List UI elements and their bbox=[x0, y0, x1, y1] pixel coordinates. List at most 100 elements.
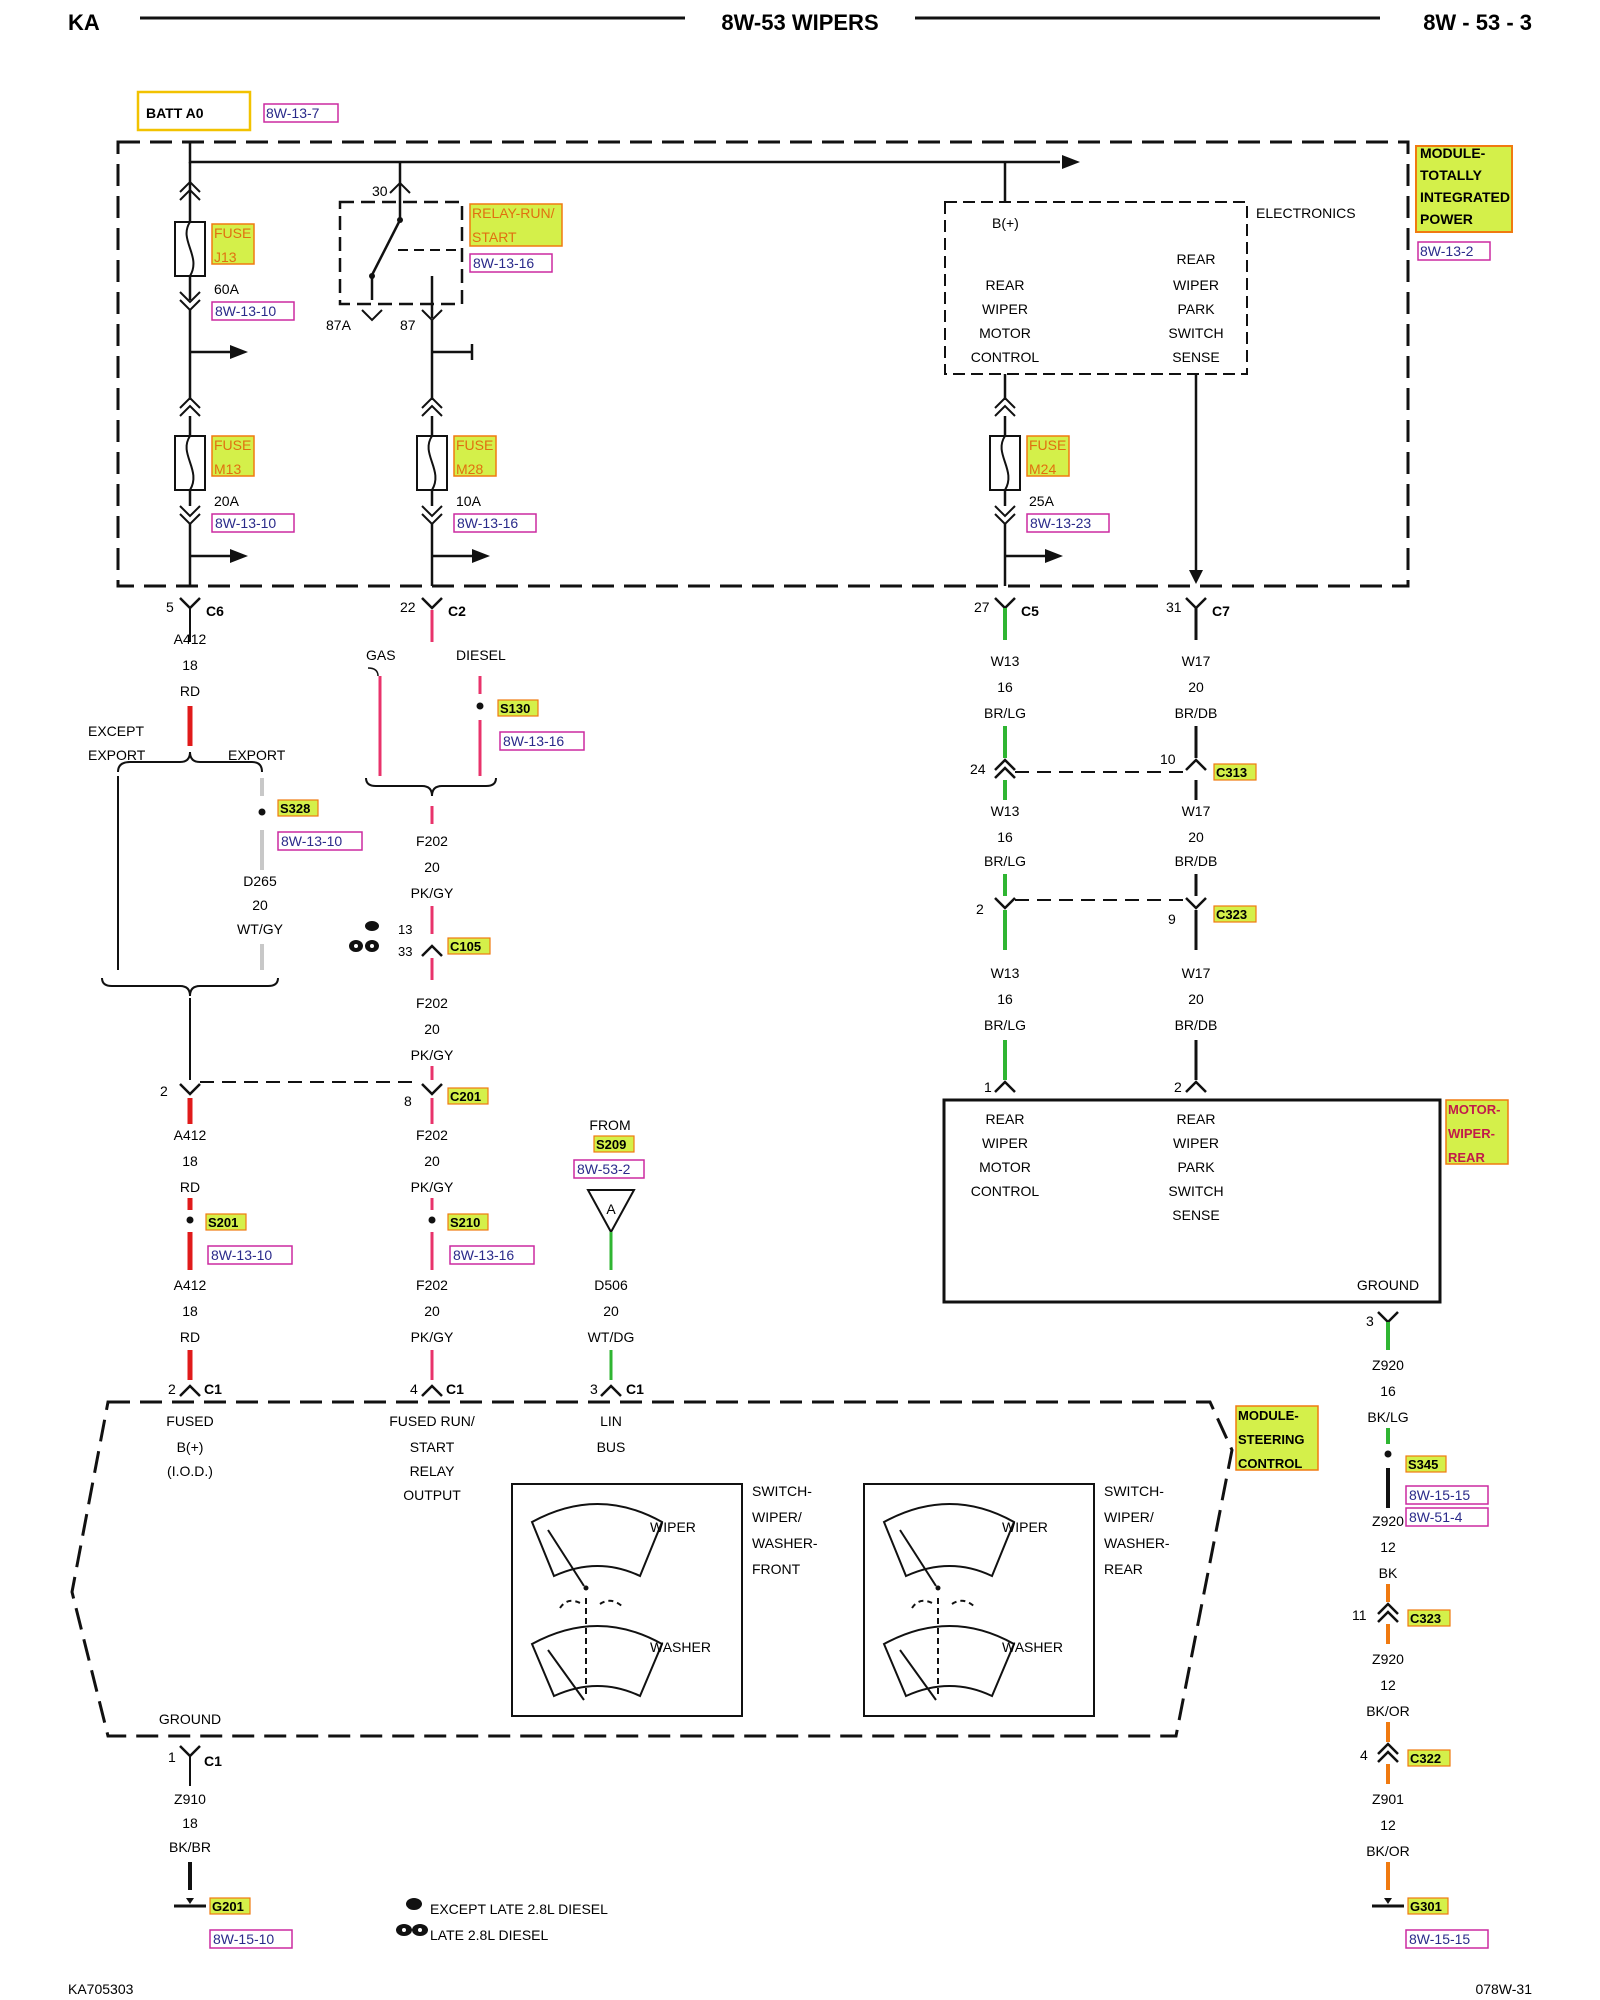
svg-text:8W-13-23: 8W-13-23 bbox=[1030, 515, 1091, 531]
svg-text:1: 1 bbox=[168, 1749, 176, 1765]
svg-text:MOTOR: MOTOR bbox=[979, 1159, 1031, 1175]
svg-text:WIPER/: WIPER/ bbox=[752, 1509, 802, 1525]
svg-text:REAR: REAR bbox=[986, 1111, 1025, 1127]
svg-text:30: 30 bbox=[372, 183, 388, 199]
svg-text:C7: C7 bbox=[1212, 603, 1230, 619]
svg-text:33: 33 bbox=[398, 944, 412, 959]
svg-text:RD: RD bbox=[180, 1329, 200, 1345]
tipm-ref: 8W-13-2 bbox=[1420, 243, 1474, 259]
svg-text:SENSE: SENSE bbox=[1172, 1207, 1219, 1223]
svg-text:REAR: REAR bbox=[1448, 1150, 1485, 1165]
footer-left: KA705303 bbox=[68, 1981, 134, 1997]
svg-text:A412: A412 bbox=[174, 1127, 207, 1143]
svg-text:FUSED: FUSED bbox=[166, 1413, 213, 1429]
svg-text:C1: C1 bbox=[626, 1381, 644, 1397]
svg-text:S201: S201 bbox=[208, 1215, 238, 1230]
svg-text:8W-15-15: 8W-15-15 bbox=[1409, 1931, 1470, 1947]
wire-z910: 1 C1 Z910 18 BK/BR G201 8W-15-10 bbox=[168, 1745, 293, 1949]
svg-text:8W-13-10: 8W-13-10 bbox=[215, 303, 276, 319]
tipm-connectors: 5 C6 22 C2 27 C5 31 C7 bbox=[166, 597, 1230, 619]
svg-text:S209: S209 bbox=[596, 1137, 626, 1152]
wire-a412-top-label: A412 18 RD bbox=[174, 631, 207, 699]
svg-text:8W-15-10: 8W-15-10 bbox=[213, 1931, 274, 1947]
svg-text:WIPER: WIPER bbox=[1173, 277, 1219, 293]
svg-text:87: 87 bbox=[400, 317, 416, 333]
svg-text:8W-13-10: 8W-13-10 bbox=[281, 833, 342, 849]
svg-text:WASHER-: WASHER- bbox=[752, 1535, 818, 1551]
svg-text:20A: 20A bbox=[214, 493, 240, 509]
svg-text:EXCEPT: EXCEPT bbox=[88, 723, 144, 739]
svg-text:C105: C105 bbox=[450, 939, 481, 954]
svg-text:FUSE: FUSE bbox=[456, 437, 493, 453]
svg-text:RD: RD bbox=[180, 1179, 200, 1195]
svg-text:FRONT: FRONT bbox=[752, 1561, 801, 1577]
svg-text:SWITCH: SWITCH bbox=[1168, 325, 1223, 341]
svg-text:FROM: FROM bbox=[589, 1117, 630, 1133]
svg-text:10A: 10A bbox=[456, 493, 482, 509]
svg-text:20: 20 bbox=[1188, 829, 1204, 845]
svg-text:START: START bbox=[410, 1439, 455, 1455]
svg-text:DIESEL: DIESEL bbox=[456, 647, 506, 663]
motor-wiper-rear: REAR WIPER MOTOR CONTROL REAR WIPER PARK… bbox=[942, 1098, 1509, 1304]
front-switch-box bbox=[511, 1483, 743, 1717]
svg-text:WT/GY: WT/GY bbox=[237, 921, 284, 937]
svg-text:8W-13-10: 8W-13-10 bbox=[211, 1247, 272, 1263]
svg-text:M28: M28 bbox=[456, 461, 483, 477]
svg-text:18: 18 bbox=[182, 1815, 198, 1831]
svg-text:S345: S345 bbox=[1408, 1457, 1438, 1472]
svg-text:WIPER: WIPER bbox=[982, 1135, 1028, 1151]
svg-text:BR/DB: BR/DB bbox=[1175, 853, 1218, 869]
svg-text:18: 18 bbox=[182, 1303, 198, 1319]
wire-f202-bottom-label: F202 20 PK/GY bbox=[411, 1277, 454, 1345]
rear-switch-box bbox=[863, 1483, 1095, 1717]
svg-text:8W-13-16: 8W-13-16 bbox=[457, 515, 518, 531]
svg-text:RELAY-RUN/: RELAY-RUN/ bbox=[472, 205, 555, 221]
svg-text:9: 9 bbox=[1168, 911, 1176, 927]
svg-text:C201: C201 bbox=[450, 1089, 481, 1104]
svg-text:W17: W17 bbox=[1182, 653, 1211, 669]
svg-text:Z920: Z920 bbox=[1372, 1513, 1404, 1529]
svg-text:2: 2 bbox=[1174, 1079, 1182, 1095]
svg-text:LATE 2.8L DIESEL: LATE 2.8L DIESEL bbox=[430, 1927, 548, 1943]
wire-a412-mid-label: A412 18 RD bbox=[174, 1127, 207, 1195]
svg-text:A: A bbox=[606, 1201, 616, 1217]
wire-f202-top-label: F202 20 PK/GY bbox=[411, 833, 454, 901]
svg-text:W13: W13 bbox=[991, 653, 1020, 669]
svg-text:16: 16 bbox=[997, 829, 1013, 845]
svg-text:M13: M13 bbox=[214, 461, 241, 477]
svg-text:S328: S328 bbox=[280, 801, 310, 816]
svg-text:BR/LG: BR/LG bbox=[984, 853, 1026, 869]
svg-text:EXPORT: EXPORT bbox=[88, 747, 146, 763]
svg-text:WIPER: WIPER bbox=[982, 301, 1028, 317]
svg-text:C322: C322 bbox=[1410, 1751, 1441, 1766]
svg-text:WIPER: WIPER bbox=[1002, 1519, 1048, 1535]
svg-text:WASHER: WASHER bbox=[1002, 1639, 1063, 1655]
svg-text:G301: G301 bbox=[1410, 1899, 1442, 1914]
svg-text:FUSE: FUSE bbox=[214, 437, 251, 453]
batt-label: BATT A0 bbox=[146, 105, 204, 121]
svg-text:3: 3 bbox=[1366, 1313, 1374, 1329]
svg-text:J13: J13 bbox=[214, 249, 237, 265]
wire-f202-mid-label: F202 20 PK/GY bbox=[411, 995, 454, 1063]
svg-text:2: 2 bbox=[976, 901, 984, 917]
rear-washer-icon bbox=[882, 1598, 1016, 1701]
svg-text:REAR: REAR bbox=[1177, 1111, 1216, 1127]
front-wiper-icon bbox=[530, 1503, 664, 1591]
svg-text:5: 5 bbox=[166, 599, 174, 615]
svg-text:8W-13-16: 8W-13-16 bbox=[453, 1247, 514, 1263]
svg-text:TOTALLY: TOTALLY bbox=[1420, 167, 1483, 183]
svg-text:60A: 60A bbox=[214, 281, 240, 297]
svg-text:FUSED RUN/: FUSED RUN/ bbox=[389, 1413, 475, 1429]
svg-text:POWER: POWER bbox=[1420, 211, 1473, 227]
svg-text:PK/GY: PK/GY bbox=[411, 1179, 454, 1195]
svg-text:W17: W17 bbox=[1182, 803, 1211, 819]
svg-text:Z910: Z910 bbox=[174, 1791, 206, 1807]
svg-text:C1: C1 bbox=[204, 1381, 222, 1397]
svg-text:EXCEPT LATE 2.8L DIESEL: EXCEPT LATE 2.8L DIESEL bbox=[430, 1901, 608, 1917]
svg-text:2: 2 bbox=[168, 1381, 176, 1397]
svg-text:FUSE: FUSE bbox=[214, 225, 251, 241]
fuse-m13: FUSE M13 20A 8W-13-10 bbox=[174, 396, 295, 533]
svg-text:C6: C6 bbox=[206, 603, 224, 619]
svg-text:20: 20 bbox=[1188, 991, 1204, 1007]
svg-text:A412: A412 bbox=[174, 1277, 207, 1293]
